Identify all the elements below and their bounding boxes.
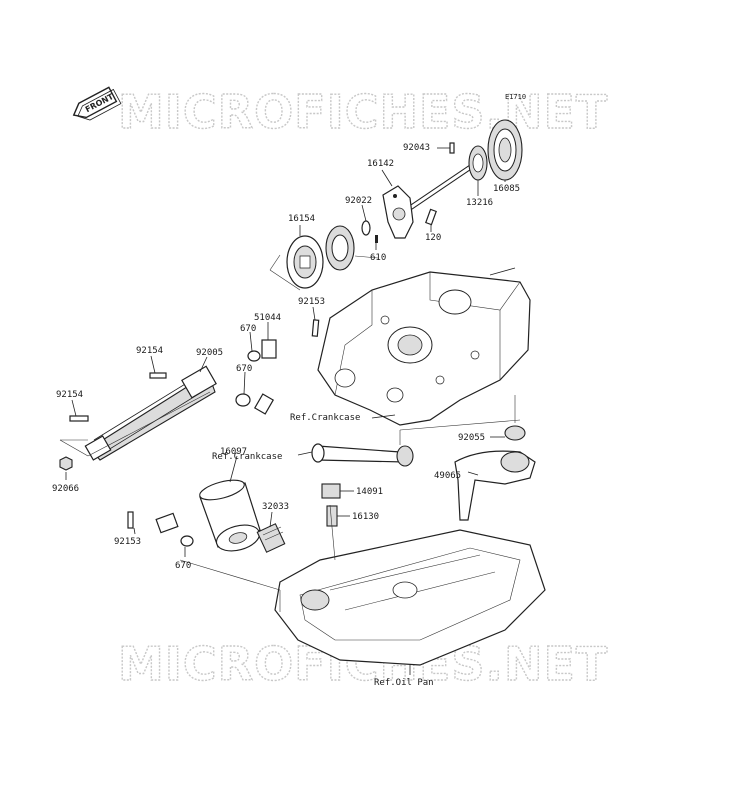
label-16130: 16130 xyxy=(352,512,379,522)
bolt-92153-bottom xyxy=(127,511,134,529)
label-92154-b: 92154 xyxy=(56,390,83,400)
label-92022: 92022 xyxy=(345,196,372,206)
bolt-92154-b xyxy=(69,415,89,422)
hose-51044 xyxy=(155,339,293,534)
label-16097: 16097 xyxy=(220,447,247,457)
label-120: 120 xyxy=(425,233,441,243)
label-92153-top: 92153 xyxy=(298,297,325,307)
leader-lines xyxy=(59,147,521,675)
label-92055: 92055 xyxy=(458,433,485,443)
label-16085: 16085 xyxy=(493,184,520,194)
label-13216: 13216 xyxy=(466,198,493,208)
label-670-a: 670 xyxy=(240,324,256,334)
oring-670-a xyxy=(247,350,261,362)
oring-670-b xyxy=(235,393,251,407)
nut-92066 xyxy=(59,456,73,471)
oil-filter-16097 xyxy=(199,479,261,552)
oil-strainer-49065 xyxy=(454,450,536,521)
oil-pan xyxy=(274,529,546,666)
union-32033 xyxy=(256,523,286,553)
relief-valve-16130 xyxy=(326,505,338,527)
label-92154-a: 92154 xyxy=(136,346,163,356)
pin-92043 xyxy=(449,142,455,154)
oil-pipe-14091 xyxy=(311,443,414,499)
gear-16085 xyxy=(487,119,523,181)
label-32033: 32033 xyxy=(262,502,289,512)
rotor-16154 xyxy=(286,225,355,289)
shaft-gear-13216 xyxy=(408,145,488,211)
label-670-b: 670 xyxy=(236,364,252,374)
bolt-92154-a xyxy=(149,372,167,379)
label-92066: 92066 xyxy=(52,484,79,494)
ref-crankcase-1: Ref.Crankcase xyxy=(290,413,360,423)
label-92005: 92005 xyxy=(196,348,223,358)
pump-cover-16142 xyxy=(382,185,414,239)
label-670-c: 670 xyxy=(175,561,191,571)
label-49065: 49065 xyxy=(434,471,461,481)
ref-crankcase-2: Ref.Crankcase xyxy=(212,452,282,462)
watermark-top: MICROFICHES.NET xyxy=(118,85,608,139)
label-16142: 16142 xyxy=(367,159,394,169)
label-92153-bottom: 92153 xyxy=(114,537,141,547)
label-16154: 16154 xyxy=(288,214,315,224)
pin-610 xyxy=(375,235,378,243)
seal-92055 xyxy=(504,425,526,441)
diagram-code: E1710 xyxy=(505,93,526,101)
bolt-92153-top xyxy=(311,319,320,337)
oring-670-c xyxy=(180,535,194,547)
crankcase-upper xyxy=(317,267,531,426)
ref-oil-pan: Ref.Oil Pan xyxy=(374,678,434,688)
label-51044: 51044 xyxy=(254,313,281,323)
label-610: 610 xyxy=(370,253,386,263)
front-arrow-icon: FRONT xyxy=(72,86,122,121)
label-14091: 14091 xyxy=(356,487,383,497)
washer-92022 xyxy=(361,220,371,236)
label-92043: 92043 xyxy=(403,143,430,153)
bolt-120 xyxy=(425,208,437,226)
